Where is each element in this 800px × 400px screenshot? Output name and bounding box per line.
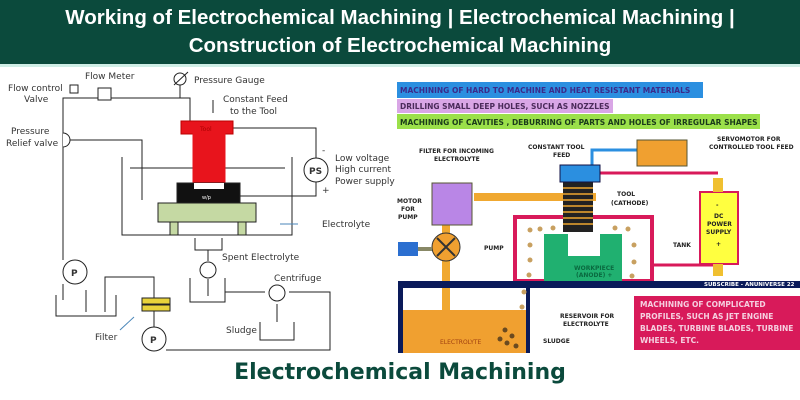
banner-cavities: [397, 114, 760, 129]
label-ps: PS: [309, 167, 322, 177]
page-header: Working of Electrochemical Machining | E…: [0, 0, 800, 64]
label-cathode: (CATHODE): [611, 200, 649, 207]
label-tool: Tool: [199, 126, 212, 133]
label-filter: Filter: [95, 333, 118, 343]
label-reservoir-electrolyte: ELECTROLYTE: [563, 321, 609, 328]
label-flow-meter: Flow Meter: [85, 72, 135, 82]
sludge-flow-dots: [519, 225, 637, 310]
label-controlled-feed: CONTROLLED TOOL FEED: [709, 144, 794, 151]
label-motor: MOTOR: [397, 198, 422, 205]
filter-cube: [431, 182, 473, 226]
filter-pump-icon: [141, 326, 167, 352]
banner-hard-materials: [397, 82, 703, 98]
label-for: FOR: [401, 206, 415, 213]
flow-meter-icon: [97, 87, 112, 101]
pressure-relief-valve-icon: [62, 132, 71, 148]
label-pump: PUMP: [484, 245, 504, 252]
workpiece-wire: [240, 182, 317, 197]
label-filter: FILTER FOR INCOMING: [419, 148, 494, 155]
supply-pipe: [62, 97, 191, 260]
spent-pump-icon: [199, 261, 217, 279]
label-anode: (ANODE) +: [576, 272, 612, 279]
label-filter-pump: P: [150, 336, 157, 346]
label-flow-control: Flow control: [8, 84, 63, 94]
label-low-voltage: Low voltage: [335, 154, 390, 164]
motor-icon: [398, 242, 418, 256]
label-electrolyte: ELECTROLYTE: [440, 339, 482, 346]
label-workpiece: WORKPIECE: [574, 265, 614, 272]
label-feed: FEED: [553, 152, 570, 159]
profiles-line-3: BLADES, TURBINE BLADES, TURBINE: [640, 324, 793, 333]
label-minus: -: [322, 146, 325, 156]
label-dc-minus: -: [716, 202, 719, 209]
label-constant-feed: Constant Feed: [223, 95, 288, 105]
profiles-line-2: PROFILES, SUCH AS JET ENGINE: [640, 312, 773, 321]
dc-power-supply: [699, 191, 739, 265]
filter-icon: [141, 297, 171, 305]
flow-control-valve-icon: [69, 84, 79, 94]
label-sludge: Sludge: [226, 326, 257, 336]
tank: [121, 157, 293, 236]
label-sludge: SLUDGE: [543, 338, 570, 345]
centrifuge-icon: [268, 284, 286, 302]
label-servomotor: SERVOMOTOR FOR: [717, 136, 781, 143]
label-dc-plus: +: [716, 241, 721, 248]
label-tank: TANK: [673, 242, 691, 249]
label-high-current: High current: [335, 165, 391, 175]
banner3-text: MACHINING OF CAVITIES , DEBURRING OF PAR…: [400, 118, 758, 127]
electrolyte-pipe: [474, 193, 596, 201]
label-centrifuge: Centrifuge: [274, 274, 322, 284]
label-power-supply: Power supply: [335, 177, 395, 187]
label-pressure-gauge: Pressure Gauge: [194, 76, 265, 86]
pump-icon: [62, 259, 88, 285]
label-valve: Valve: [24, 95, 49, 105]
banner1-text: MACHINING OF HARD TO MACHINE AND HEAT RE…: [400, 86, 690, 95]
ecm-illustration-diagram: MACHINING OF HARD TO MACHINE AND HEAT RE…: [397, 82, 800, 353]
tool-holder: [559, 164, 601, 183]
label-pump-motor: PUMP: [398, 214, 418, 221]
label-to-the-tool: to the Tool: [230, 107, 277, 117]
label-constant-tool: CONSTANT TOOL: [528, 144, 585, 151]
sludge-tank: [259, 322, 295, 341]
label-pressure: Pressure: [11, 127, 50, 137]
profiles-line-1: MACHINING OF COMPLICATED: [640, 300, 766, 309]
reservoir: [403, 310, 526, 353]
reservoir-tank: [55, 295, 117, 317]
banner2-text: DRILLING SMALL DEEP HOLES, SUCH AS NOZZL…: [400, 102, 610, 111]
label-tool: TOOL: [617, 191, 635, 198]
relief-pipe: [69, 139, 143, 200]
work-table: [157, 202, 257, 223]
label-supply: SUPPLY: [706, 229, 732, 236]
label-reservoir: RESERVOIR FOR: [560, 313, 615, 320]
base-frame: [398, 281, 800, 288]
subscribe-text: SUBSCRIBE - ANUNIVERSE 22: [704, 282, 795, 288]
label-filter-electrolyte: ELECTROLYTE: [434, 156, 480, 163]
profiles-line-4: WHEELS, ETC.: [640, 336, 699, 345]
label-power: POWER: [707, 221, 732, 228]
power-supply-icon: [303, 157, 329, 183]
label-pump: P: [71, 269, 78, 279]
title-line-2: Construction of Electrochemical Machinin…: [188, 34, 612, 57]
tool-body: [192, 133, 226, 186]
servomotor: [636, 139, 688, 167]
label-plus: +: [322, 186, 330, 196]
label-workpiece: w/p: [202, 195, 211, 201]
banner-drilling: [397, 99, 613, 113]
label-relief-valve: Relief valve: [6, 139, 59, 149]
ecm-schematic-diagram: Flow Meter Flow control Valve Pressure G…: [6, 71, 395, 352]
header-divider: [0, 64, 800, 67]
label-spent-electrolyte: Spent Electrolyte: [222, 253, 300, 263]
tool-wire: [233, 127, 317, 158]
label-electrolyte: Electrolyte: [322, 220, 371, 230]
spent-tank: [189, 278, 226, 303]
label-dc: DC: [714, 213, 724, 220]
profiles-box: [634, 296, 800, 350]
title-line-1: Working of Electrochemical Machining | E…: [65, 6, 735, 29]
footer-title: Electrochemical Machining: [234, 360, 566, 385]
